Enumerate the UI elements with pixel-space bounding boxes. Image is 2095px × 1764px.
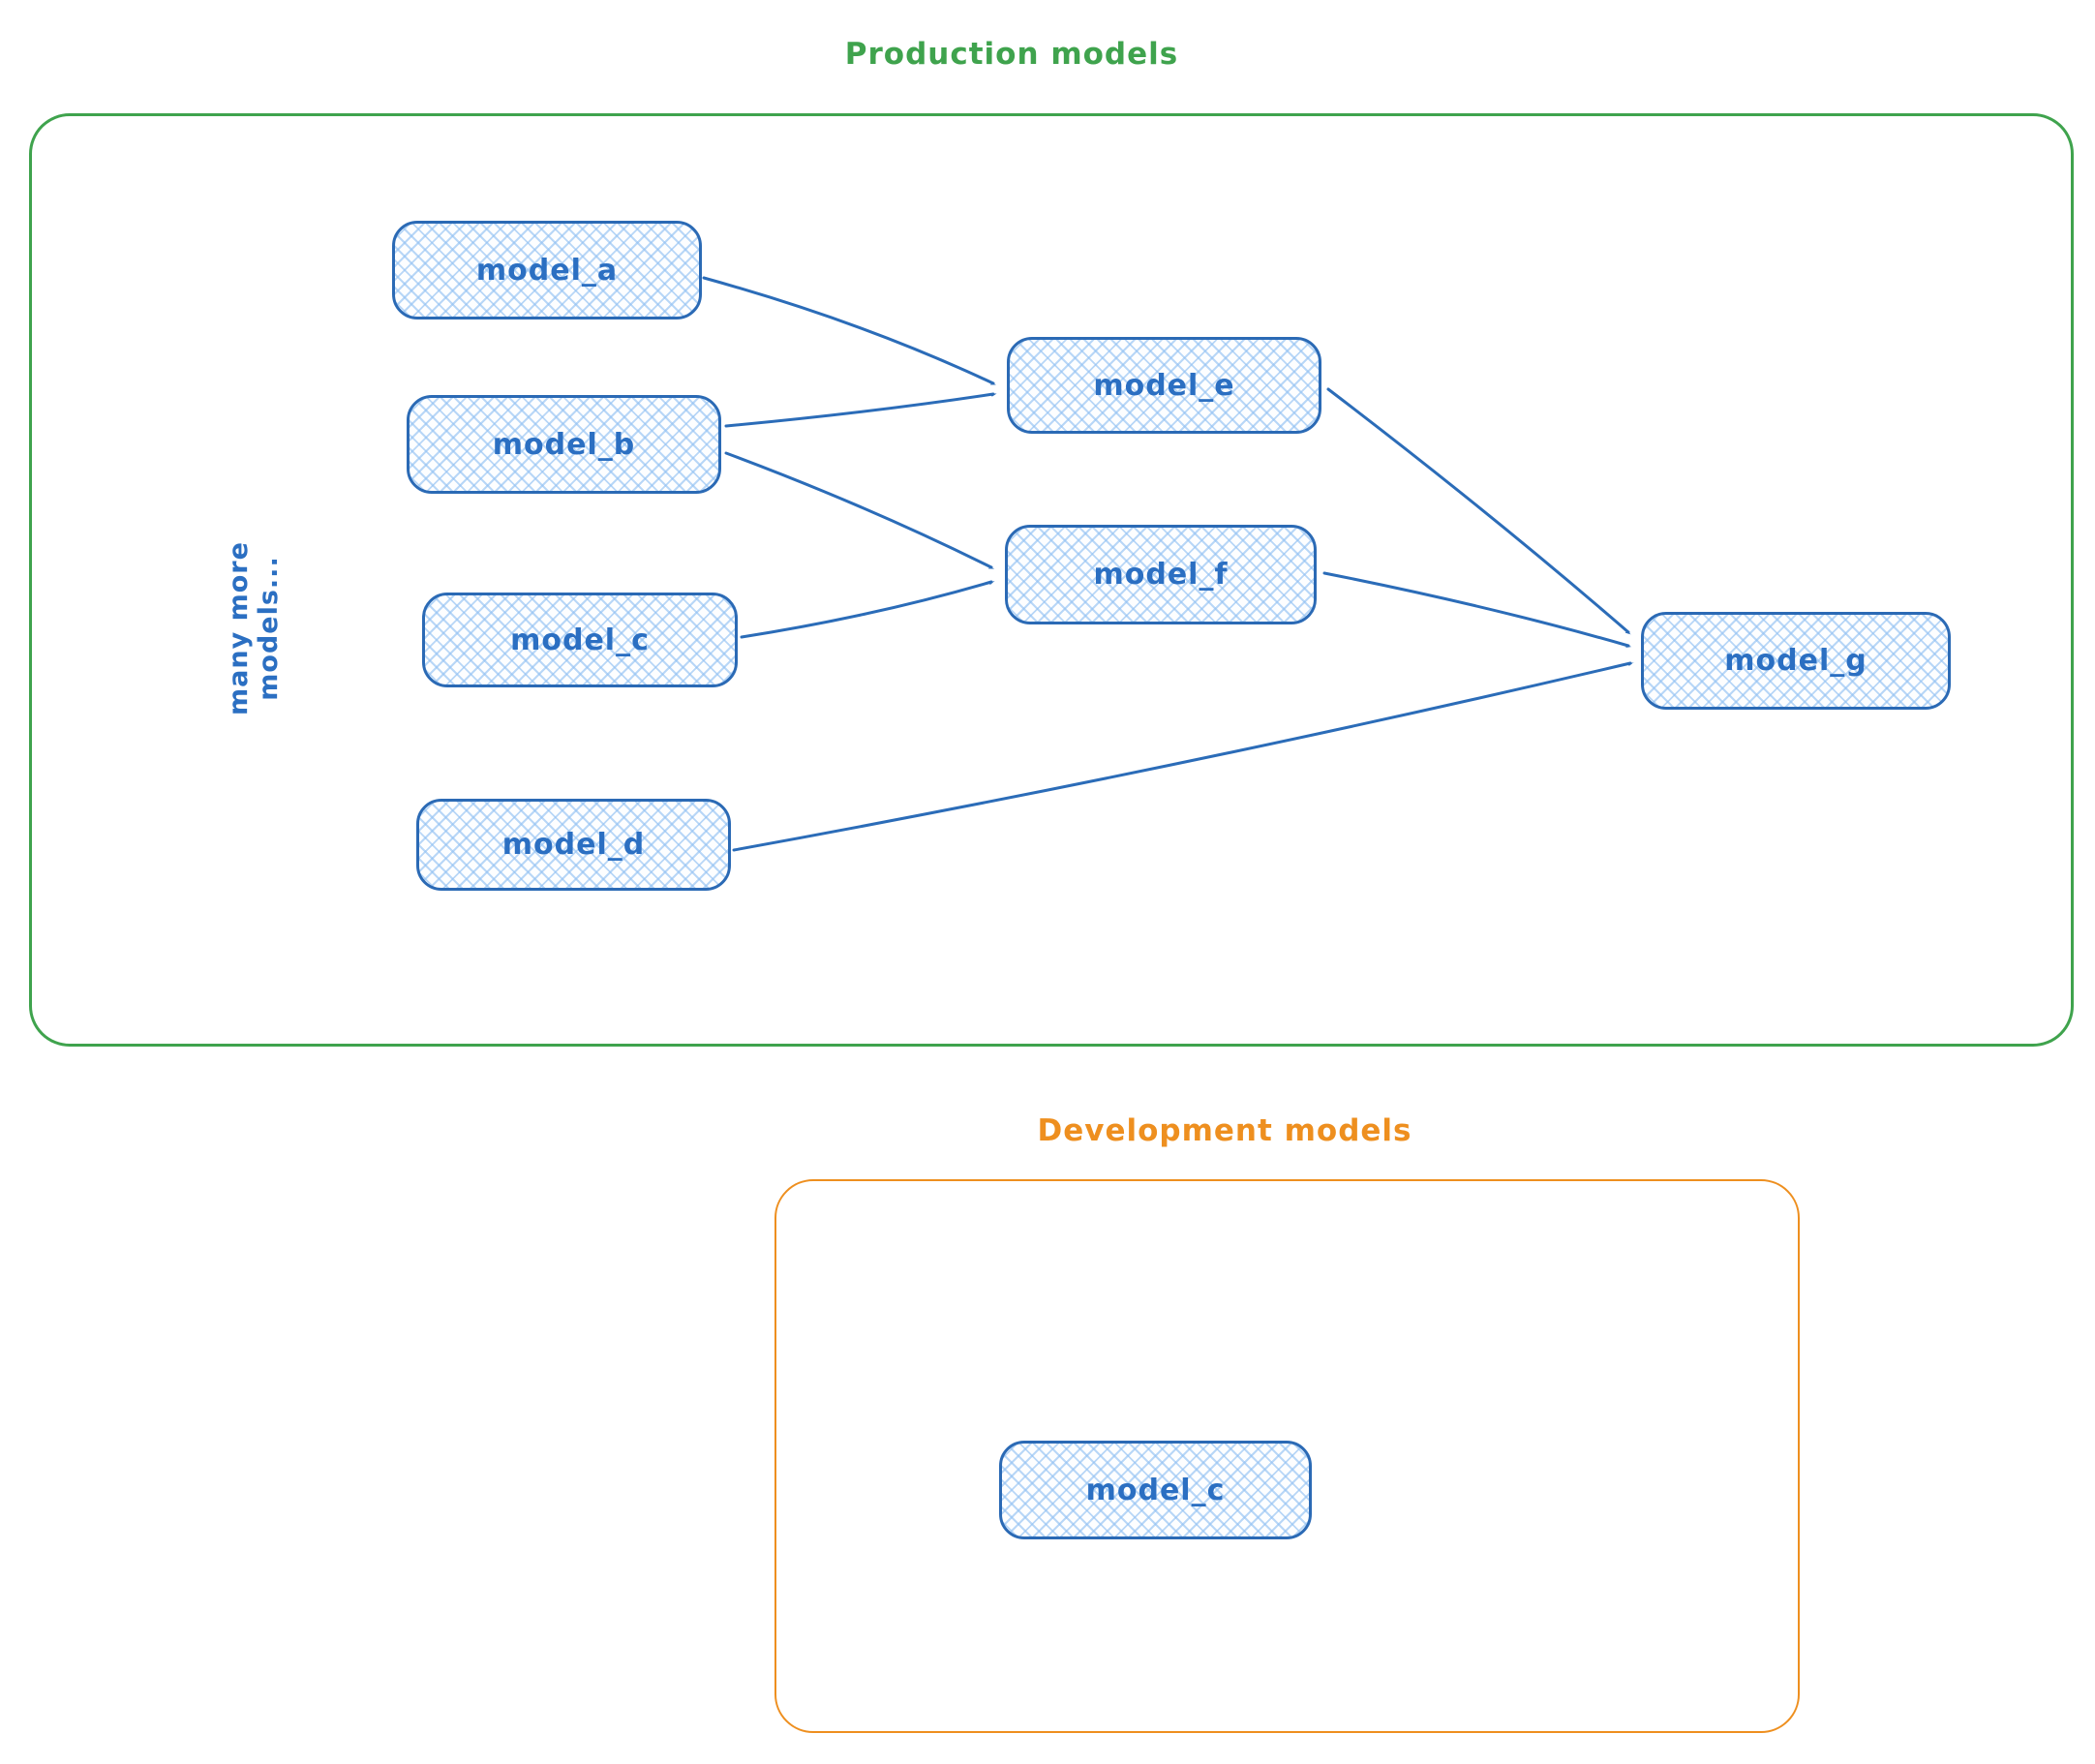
development-group-box xyxy=(774,1179,1800,1733)
node-model-f: model_f xyxy=(1005,525,1317,624)
node-model-c-development: model_c xyxy=(999,1441,1312,1539)
node-model-b-label: model_b xyxy=(492,427,636,462)
node-model-d-label: model_d xyxy=(501,828,646,862)
production-group-title: Production models xyxy=(844,37,1179,72)
node-model-e: model_e xyxy=(1007,337,1321,434)
node-model-c-label: model_c xyxy=(510,623,650,657)
node-model-b: model_b xyxy=(407,395,721,494)
node-model-g-label: model_g xyxy=(1724,644,1867,678)
node-model-e-label: model_e xyxy=(1093,368,1235,403)
development-group-title: Development models xyxy=(1037,1113,1412,1148)
node-model-c: model_c xyxy=(422,593,738,687)
node-model-g: model_g xyxy=(1641,612,1951,710)
node-model-a: model_a xyxy=(392,221,702,319)
node-model-d: model_d xyxy=(416,799,731,891)
node-model-f-label: model_f xyxy=(1093,558,1229,592)
node-model-c-development-label: model_c xyxy=(1085,1473,1226,1507)
many-more-models-note: many more models... xyxy=(224,541,284,715)
node-model-a-label: model_a xyxy=(475,253,619,288)
production-group-box xyxy=(29,113,2074,1047)
